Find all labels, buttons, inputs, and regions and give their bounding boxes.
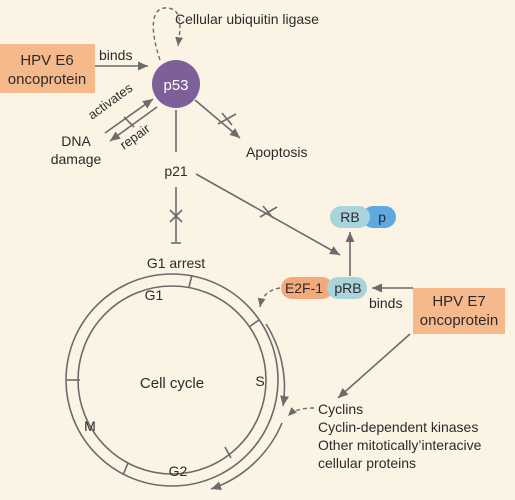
rb-p-complex: RB p xyxy=(330,206,396,228)
repair-label: repair xyxy=(117,120,153,152)
e7-to-cyclins-arrow xyxy=(337,333,411,399)
hpv-e6-oncoprotein-box: HPV E6 oncoprotein xyxy=(0,44,95,93)
target-cdks: Cyclin-dependent kinases xyxy=(318,419,478,435)
dna-damage-label-line2: damage xyxy=(51,151,102,167)
e2f1-prb-complex: E2F-1 pRB xyxy=(281,277,367,299)
apoptosis-block-mark-2 xyxy=(217,113,237,125)
target-proteins-list: Cyclins Cyclin-dependent kinases Other m… xyxy=(318,401,482,471)
p53-label: p53 xyxy=(163,77,188,94)
p53-node: p53 xyxy=(152,60,200,108)
phase-divider-s-g2 xyxy=(224,446,232,459)
p53-apoptosis-arrow xyxy=(194,99,241,139)
p53-repair-arrow xyxy=(109,106,158,142)
g1-arrest-label: G1 arrest xyxy=(147,255,205,271)
e2f1-label: E2F-1 xyxy=(285,280,323,296)
rb-label: RB xyxy=(340,209,359,225)
phase-g1-label: G1 xyxy=(145,287,164,303)
repair-block-mark xyxy=(123,116,135,128)
hpv-e7-oncoprotein-box: HPV E7 oncoprotein xyxy=(413,288,505,334)
target-cellular-proteins: cellular proteins xyxy=(318,455,416,471)
cell-cycle-outer-ring xyxy=(65,273,279,487)
dna-damage-activates-arrow xyxy=(104,98,154,134)
hpv-e7-label-line2: oncoprotein xyxy=(420,312,498,329)
phase-m-label: M xyxy=(84,418,96,434)
cell-cycle-diagram: G1 S G2 M Cell cycle xyxy=(65,273,279,487)
p21-label: p21 xyxy=(164,163,188,179)
phase-s-label: S xyxy=(255,373,264,389)
cycle-progress-arrow-s xyxy=(265,323,290,407)
e6-binds-label: binds xyxy=(99,47,132,63)
phase-divider-s-g2a xyxy=(248,319,260,328)
phase-g2-label: G2 xyxy=(169,463,188,479)
cyclins-cell-cycle-arrow xyxy=(287,406,315,417)
ubiquitin-loop-arrow xyxy=(152,7,183,61)
cycle-progress-arrow-g2 xyxy=(210,422,283,491)
p-label: p xyxy=(378,209,386,225)
e2f1-cell-cycle-arrow xyxy=(257,287,281,308)
prb-label: pRB xyxy=(334,280,361,296)
target-cyclins: Cyclins xyxy=(318,401,363,417)
p21-prb-arrow xyxy=(195,173,341,256)
phase-divider-g1-s xyxy=(188,274,193,288)
target-mitotic-proteins: Other mitotically’interacive xyxy=(318,437,482,453)
hpv-e7-label-line1: HPV E7 xyxy=(432,293,485,310)
hpv-e6-label-line2: oncoprotein xyxy=(8,71,86,88)
cell-cycle-label: Cell cycle xyxy=(140,375,204,392)
hpv-e6-label-line1: HPV E6 xyxy=(20,52,73,69)
phase-divider-g2-m xyxy=(122,462,129,476)
apoptosis-label: Apoptosis xyxy=(246,144,307,160)
prb-block-mark-2 xyxy=(259,206,278,218)
dna-damage-label-line1: DNA xyxy=(61,133,91,149)
e7-binds-label: binds xyxy=(369,295,402,311)
ubiquitin-ligase-label: Cellular ubiquitin ligase xyxy=(175,11,319,27)
g1arrest-block-mark-2 xyxy=(169,209,183,223)
